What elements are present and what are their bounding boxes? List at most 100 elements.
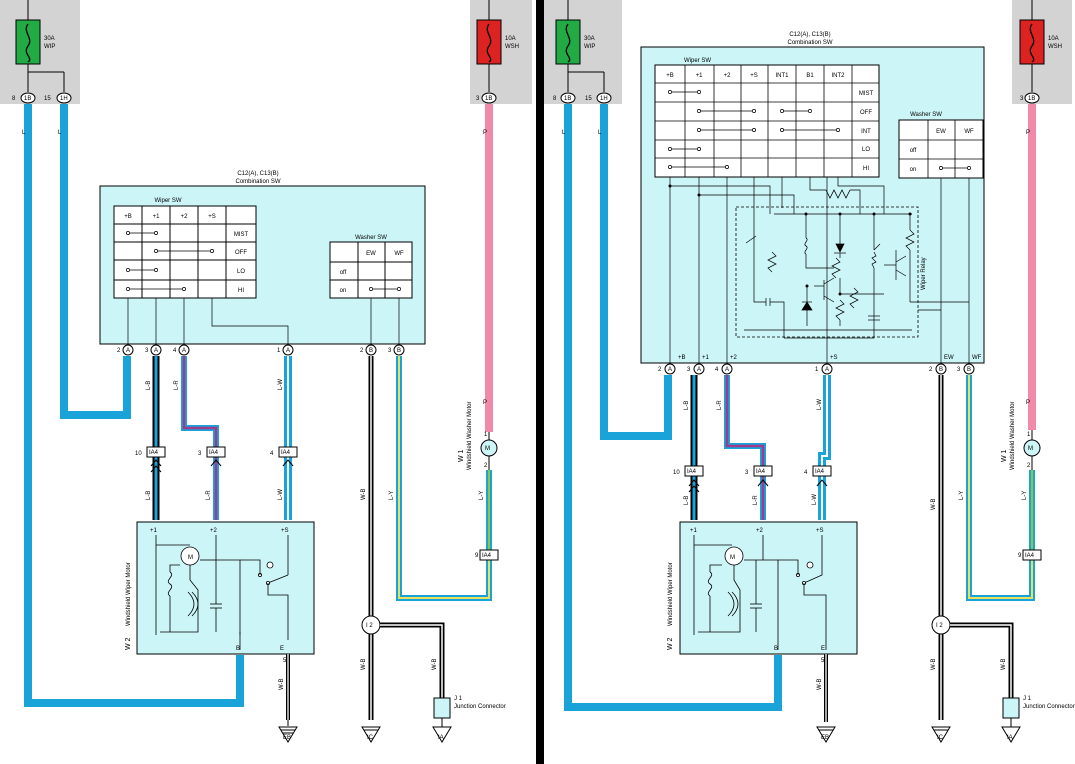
svg-text:L: L xyxy=(22,130,26,136)
ia4-connector-9 xyxy=(479,549,499,561)
wiper-motor-circuit xyxy=(155,535,289,650)
svg-text:Washer SW: Washer SW xyxy=(910,112,942,118)
svg-text:L-B: L-B xyxy=(684,401,690,410)
svg-text:E: E xyxy=(280,646,284,652)
svg-text:MIST: MIST xyxy=(234,232,249,238)
svg-text:+1: +1 xyxy=(702,355,710,361)
svg-text:EW: EW xyxy=(944,355,954,361)
wire-l-ignition xyxy=(60,104,131,419)
svg-text:L-B: L-B xyxy=(684,496,690,505)
ground-ic: IC xyxy=(361,726,381,743)
svg-text:L-Y: L-Y xyxy=(959,491,965,500)
svg-text:WSH: WSH xyxy=(1048,44,1062,50)
svg-text:on: on xyxy=(910,167,917,173)
ia4-connector-9 xyxy=(1022,549,1042,561)
svg-text:A: A xyxy=(286,348,290,354)
svg-text:4: 4 xyxy=(804,470,808,476)
svg-text:L-R: L-R xyxy=(206,490,212,500)
wire-l-ignition xyxy=(600,104,672,440)
svg-text:L-W: L-W xyxy=(812,494,818,505)
svg-text:L-Y: L-Y xyxy=(1022,491,1028,500)
svg-text:1: 1 xyxy=(484,432,488,438)
svg-text:+B: +B xyxy=(678,355,686,361)
combo-pins: A2 A3 A4 A1 B2 B3 xyxy=(658,363,975,375)
svg-text:INT1: INT1 xyxy=(775,73,789,79)
svg-text:off: off xyxy=(340,270,347,276)
svg-text:A: A xyxy=(126,348,130,354)
svg-text:B: B xyxy=(774,646,778,652)
wiper-motor-circuit xyxy=(693,535,827,650)
svg-text:+1: +1 xyxy=(696,73,704,79)
svg-text:M: M xyxy=(485,446,490,452)
right-wiring-diagram: 30A WIP 10A WSH 1B 8 1H 15 1B 3 L L P P … xyxy=(544,0,1075,764)
svg-text:4: 4 xyxy=(173,348,177,354)
fuse-wip-rating: 30A xyxy=(44,36,55,42)
svg-text:WIP: WIP xyxy=(584,44,595,50)
svg-text:3: 3 xyxy=(687,367,691,373)
svg-text:IA4: IA4 xyxy=(209,450,219,456)
svg-text:Junction Connector: Junction Connector xyxy=(1023,704,1075,710)
svg-text:+2: +2 xyxy=(210,528,218,534)
svg-text:B: B xyxy=(369,348,373,354)
svg-text:Windshield Washer Motor: Windshield Washer Motor xyxy=(467,402,473,470)
svg-text:W-B: W-B xyxy=(931,658,937,670)
wiper-switch-table xyxy=(113,205,257,299)
svg-text:WF: WF xyxy=(394,251,404,257)
fuse-wip xyxy=(555,19,581,65)
wire-w-b-j1 xyxy=(380,622,445,698)
connector-1h xyxy=(56,92,72,104)
svg-text:Combination SW: Combination SW xyxy=(235,179,280,185)
svg-text:1B: 1B xyxy=(564,96,571,102)
svg-text:L-W: L-W xyxy=(817,399,823,410)
svg-text:WF: WF xyxy=(972,355,982,361)
wire-l-b-battery xyxy=(564,104,782,711)
svg-text:L-W: L-W xyxy=(278,379,284,390)
svg-text:IA4: IA4 xyxy=(815,469,825,475)
svg-text:L-Y: L-Y xyxy=(389,491,395,500)
ground-ia: IA xyxy=(1001,718,1021,743)
svg-text:1B: 1B xyxy=(1028,96,1035,102)
svg-text:A: A xyxy=(154,348,158,354)
svg-text:9: 9 xyxy=(1018,553,1022,559)
svg-text:2: 2 xyxy=(117,348,121,354)
svg-text:A: A xyxy=(825,367,829,373)
svg-text:+2: +2 xyxy=(756,528,764,534)
svg-text:HI: HI xyxy=(863,166,869,172)
svg-text:1: 1 xyxy=(1027,432,1031,438)
svg-text:INT: INT xyxy=(861,129,871,135)
svg-text:Windshield Wiper Motor: Windshield Wiper Motor xyxy=(668,562,674,626)
svg-text:IA4: IA4 xyxy=(1025,553,1035,559)
svg-text:3: 3 xyxy=(745,470,749,476)
ground-ia: IA xyxy=(432,718,452,743)
connector-1b xyxy=(560,92,576,104)
svg-text:W-B: W-B xyxy=(1001,658,1007,670)
svg-text:3: 3 xyxy=(145,348,149,354)
svg-text:M: M xyxy=(1028,446,1033,452)
svg-text:Washer SW: Washer SW xyxy=(355,235,387,241)
svg-text:Windshield Washer Motor: Windshield Washer Motor xyxy=(1010,402,1016,470)
svg-text:2: 2 xyxy=(929,367,933,373)
svg-text:P: P xyxy=(1026,130,1030,136)
svg-text:Wiper Relay: Wiper Relay xyxy=(921,257,927,290)
wire-l-w xyxy=(818,375,831,520)
svg-text:2: 2 xyxy=(658,367,662,373)
svg-text:+S: +S xyxy=(816,528,824,534)
svg-text:WF: WF xyxy=(964,129,974,135)
svg-text:1H: 1H xyxy=(60,96,68,102)
connector-1h xyxy=(596,92,612,104)
fuse-wsh-rating: 10A xyxy=(505,36,516,42)
svg-text:15: 15 xyxy=(585,96,592,102)
svg-text:LO: LO xyxy=(237,269,245,275)
svg-text:1B: 1B xyxy=(485,96,492,102)
fuse-symbol-icon xyxy=(25,23,31,63)
svg-text:I 2: I 2 xyxy=(936,623,943,629)
svg-text:+1: +1 xyxy=(150,528,158,534)
fuse-symbol-icon xyxy=(1029,23,1035,63)
fuse-symbol-icon xyxy=(565,23,571,63)
svg-text:+S: +S xyxy=(830,355,838,361)
svg-text:8: 8 xyxy=(12,96,16,102)
svg-text:A: A xyxy=(668,367,672,373)
svg-text:W-B: W-B xyxy=(361,658,367,670)
fuse-wip xyxy=(15,19,41,65)
